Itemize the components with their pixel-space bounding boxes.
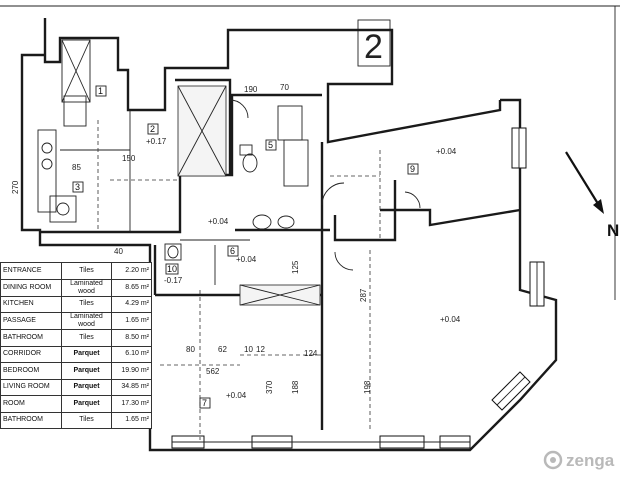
dim-124: 124 <box>304 349 318 358</box>
windows <box>171 127 545 449</box>
room-numbers: 1 2 3 5 6 7 9 10 <box>72 85 419 409</box>
level-0-04-bedroom: +0.04 <box>226 391 247 400</box>
legend-area: 34.85 m² <box>110 378 153 396</box>
dim-80: 80 <box>186 345 195 354</box>
dim-188: 188 <box>291 380 300 394</box>
legend-material: Tiles <box>61 411 112 429</box>
level-0-17-dining: +0.17 <box>146 137 167 146</box>
dim-40: 40 <box>114 247 123 256</box>
legend-room-name: BATHROOM <box>0 411 63 429</box>
legend-room-name: DINING ROOM <box>0 278 63 297</box>
room-number-6: 6 <box>230 246 235 256</box>
room-number-9: 9 <box>410 164 415 174</box>
dim-370: 370 <box>265 380 274 394</box>
room-number-2: 2 <box>150 124 155 134</box>
watermark: zenga <box>543 450 615 470</box>
legend-room-name: LIVING ROOM <box>0 378 63 396</box>
room-number-1: 1 <box>98 86 103 96</box>
legend-room-name: ROOM <box>0 395 63 413</box>
legend-material: Parquet <box>61 378 112 396</box>
dim-10: 10 <box>244 345 253 354</box>
room-number-3: 3 <box>75 182 80 192</box>
legend-material: Tiles <box>61 329 112 347</box>
level-0-04-room9: +0.04 <box>436 147 457 156</box>
legend-material: Laminated wood <box>61 312 112 330</box>
legend-room-name: CORRIDOR <box>0 345 63 363</box>
kitchen-fixtures <box>37 95 87 223</box>
level-0-04-corridor: +0.04 <box>236 255 257 264</box>
floor-number-box <box>357 19 391 67</box>
legend-area: 1.65 m² <box>110 411 153 429</box>
dim-150: 150 <box>122 154 136 163</box>
legend-room-name: ENTRANCE <box>0 262 63 280</box>
legend-room-name: BEDROOM <box>0 362 63 380</box>
dim-190-top: 190 <box>244 85 258 94</box>
legend-area: 8.65 m² <box>110 278 153 297</box>
floor-number: 2 <box>364 28 383 66</box>
legend-room-name: PASSAGE <box>0 312 63 330</box>
legend-material: Tiles <box>61 295 112 313</box>
dim-125-a: 125 <box>291 260 300 274</box>
legend-material: Tiles <box>61 262 112 280</box>
legend-room-name: KITCHEN <box>0 295 63 313</box>
legend-material: Parquet <box>61 362 112 380</box>
north-label: N <box>607 221 619 240</box>
dim-198: 198 <box>363 380 372 394</box>
room-number-7: 7 <box>202 398 207 408</box>
dim-287: 287 <box>359 288 368 302</box>
bathroom-fixtures <box>164 105 321 306</box>
legend-area: 17.30 m² <box>110 395 153 413</box>
legend-area: 8.50 m² <box>110 329 153 347</box>
north-arrow: N <box>565 151 619 240</box>
level-0-17-bath: -0.17 <box>164 276 183 285</box>
watermark-text: zenga <box>566 451 615 470</box>
legend-area: 2.20 m² <box>110 262 153 280</box>
level-0-04-living: +0.04 <box>440 315 461 324</box>
interior-lines <box>60 99 421 440</box>
dim-12: 12 <box>256 345 265 354</box>
dim-85-kitchen: 85 <box>72 163 81 172</box>
legend-area: 1.65 m² <box>110 312 153 330</box>
legend-material: Parquet <box>61 345 112 363</box>
level-0-04-passage: +0.04 <box>208 217 229 226</box>
dimension-labels: 190 70 150 85 270 125 80 62 10 12 562 37… <box>11 83 461 400</box>
dim-62: 62 <box>218 345 227 354</box>
legend-area: 19.90 m² <box>110 362 153 380</box>
legend-material: Laminated wood <box>61 278 112 297</box>
legend-material: Parquet <box>61 395 112 413</box>
room-number-10: 10 <box>167 264 177 274</box>
room-number-5: 5 <box>268 140 273 150</box>
stair-shaft <box>61 39 227 177</box>
legend-area: 6.10 m² <box>110 345 153 363</box>
dim-70-top: 70 <box>280 83 289 92</box>
legend-area: 4.29 m² <box>110 295 153 313</box>
dim-270: 270 <box>11 180 20 194</box>
legend-room-name: BATHROOM <box>0 329 63 347</box>
dim-562: 562 <box>206 367 220 376</box>
